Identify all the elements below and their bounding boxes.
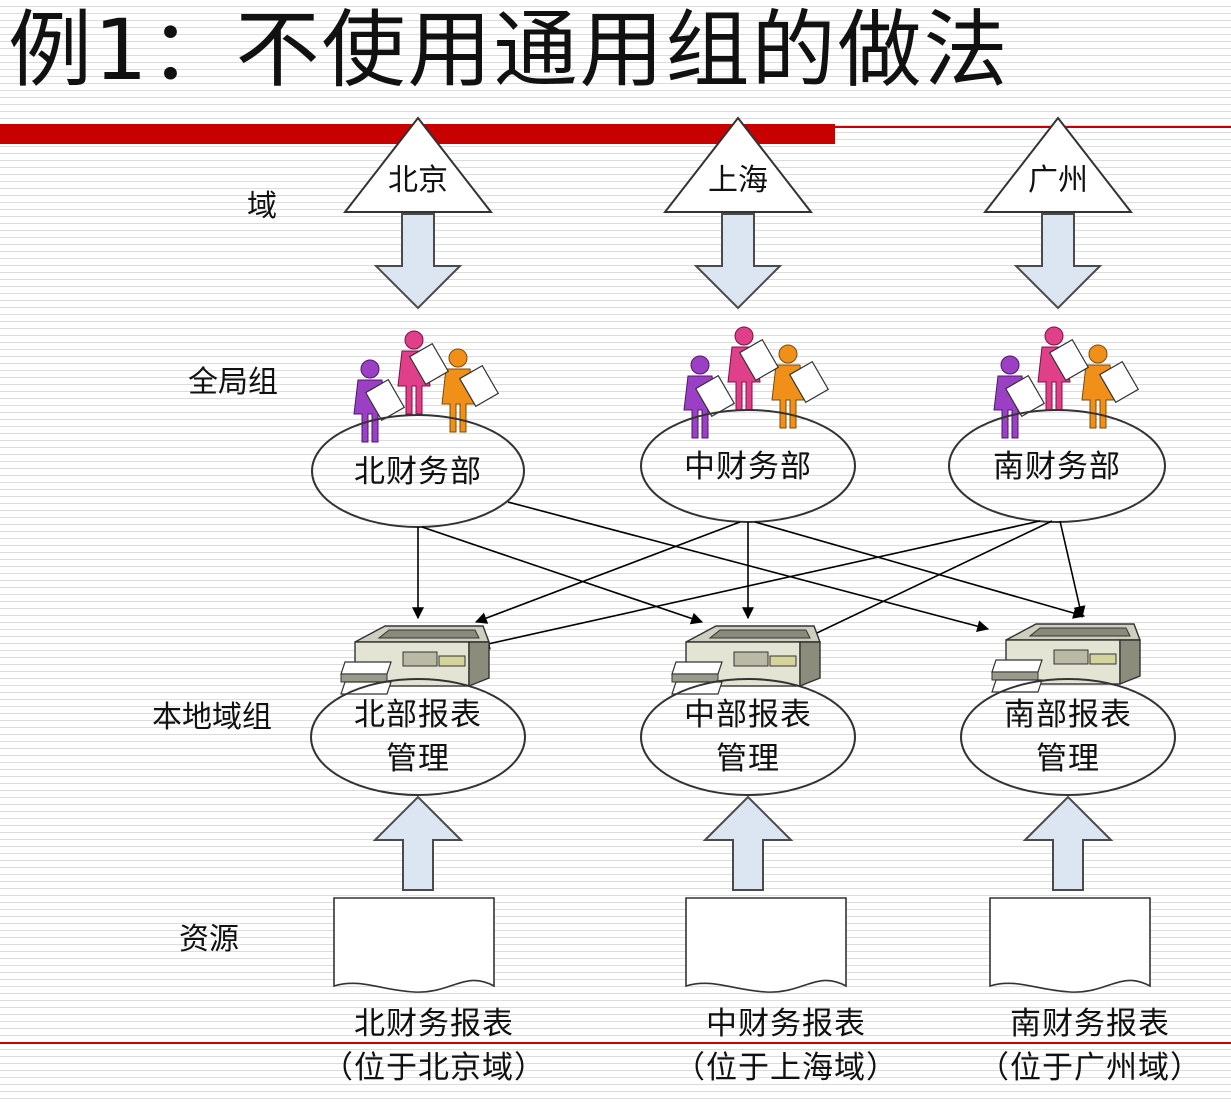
people-group-icon	[993, 326, 1139, 439]
up-arrow-icon	[372, 795, 464, 891]
connector-arrow	[754, 521, 1086, 619]
resource-location: （位于广州域）	[978, 1050, 1202, 1086]
local-group-label-line2: 管理	[386, 741, 450, 777]
people-group-icon	[353, 330, 499, 443]
local-group-label-line1: 南部报表	[1004, 697, 1132, 733]
local-group-label-line1: 中部报表	[684, 697, 812, 733]
up-arrow-icon	[1022, 795, 1114, 891]
connector-arrow	[1059, 520, 1086, 619]
domain-node: 广州	[982, 116, 1134, 213]
level-label-local-group: 本地域组	[152, 700, 272, 735]
level-label-domain: 域	[247, 189, 277, 224]
document-icon	[685, 897, 847, 993]
connector-arrow	[796, 520, 1053, 643]
local-group-label-line1: 北部报表	[354, 697, 482, 733]
global-group-label: 南财务部	[993, 449, 1121, 485]
printer-icon	[671, 625, 821, 695]
local-group-node: 中部报表 管理	[640, 678, 856, 796]
global-group-label: 中财务部	[684, 449, 812, 485]
permission-connectors	[412, 501, 1086, 650]
document-icon	[989, 897, 1151, 993]
printer-icon	[340, 625, 490, 695]
down-arrow-icon	[1013, 213, 1103, 310]
down-arrow-icon	[373, 213, 463, 310]
down-arrow-icon	[693, 213, 783, 310]
connector-arrow	[474, 521, 741, 624]
domain-label: 北京	[388, 163, 448, 198]
page-title: 例1：不使用通用组的做法	[8, 1, 1010, 99]
local-group-node: 南部报表 管理	[960, 678, 1176, 796]
domain-label: 上海	[708, 163, 768, 198]
domain-node: 上海	[662, 116, 814, 213]
global-group-node: 南财务部	[948, 409, 1166, 523]
level-label-global-group: 全局组	[188, 365, 278, 400]
connector-arrow	[477, 520, 1041, 650]
connector-arrow	[421, 526, 704, 625]
resource-name: 北财务报表	[354, 1006, 514, 1042]
printer-icon	[991, 623, 1141, 693]
bottom-accent-line	[0, 1042, 1231, 1044]
people-group-icon	[683, 326, 829, 439]
local-group-label-line2: 管理	[1036, 741, 1100, 777]
level-label-resource: 资源	[179, 922, 239, 957]
resource-name: 中财务报表	[706, 1006, 866, 1042]
resource-name: 南财务报表	[1010, 1006, 1170, 1042]
domain-node: 北京	[342, 116, 494, 213]
document-icon	[333, 897, 495, 993]
global-group-node: 北财务部	[311, 414, 525, 528]
title-accent-line	[835, 126, 1231, 128]
resource-location: （位于上海域）	[674, 1050, 898, 1086]
local-group-node: 北部报表 管理	[310, 678, 526, 796]
local-group-label-line2: 管理	[716, 741, 780, 777]
resource-location: （位于北京域）	[322, 1050, 546, 1086]
global-group-label: 北财务部	[354, 454, 482, 490]
up-arrow-icon	[702, 795, 794, 891]
domain-label: 广州	[1028, 163, 1088, 198]
global-group-node: 中财务部	[640, 409, 856, 523]
